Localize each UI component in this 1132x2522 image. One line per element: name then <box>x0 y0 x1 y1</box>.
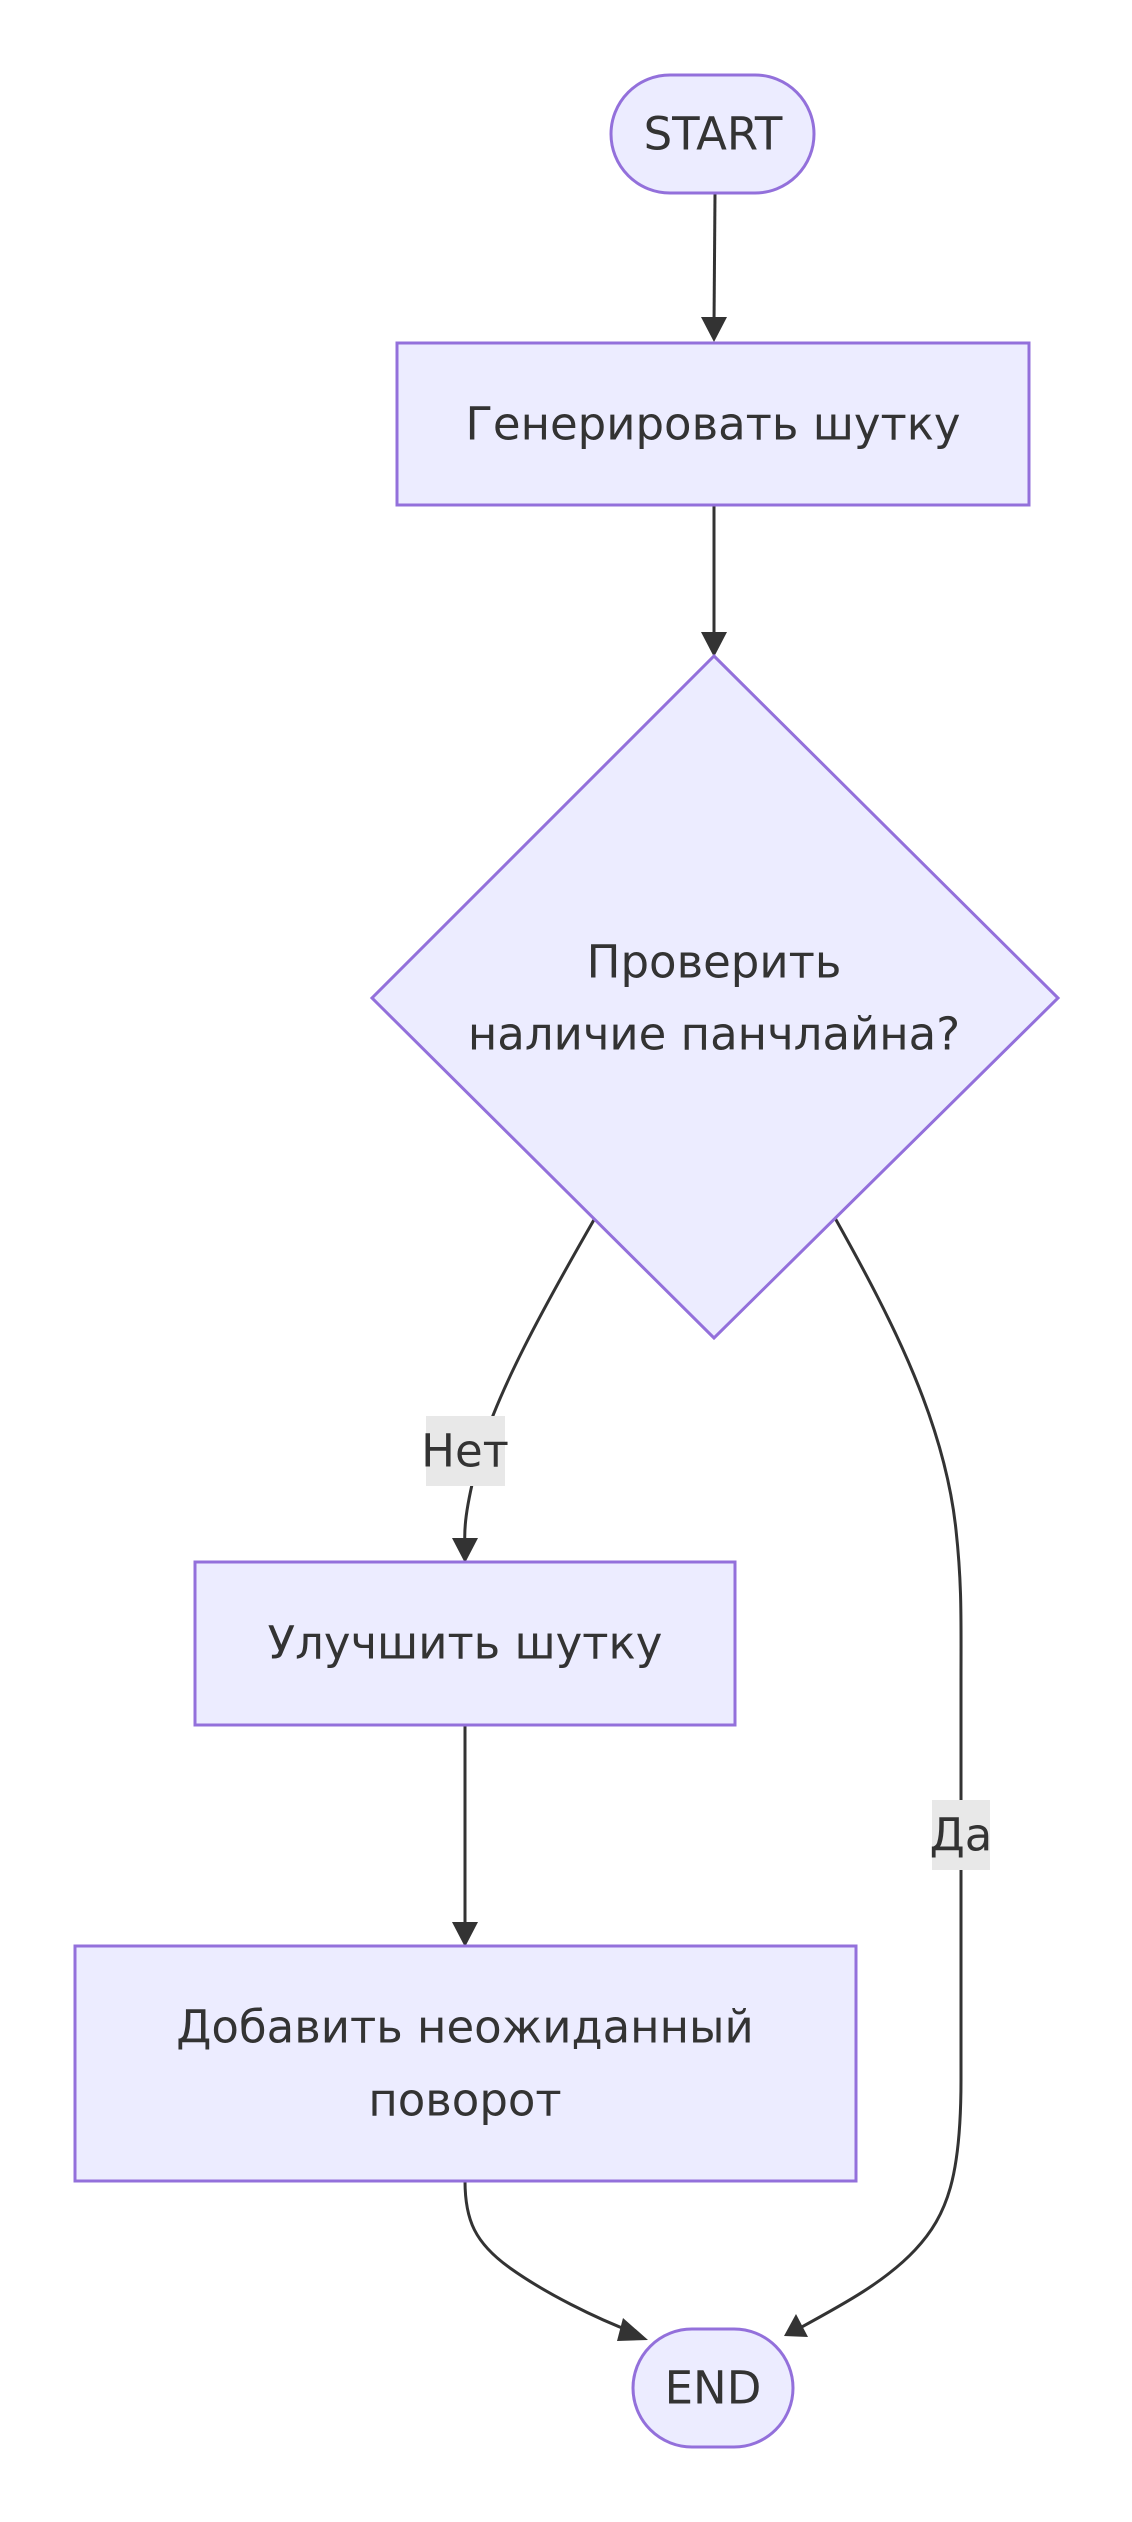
node-label: Улучшить шутку <box>268 1617 663 1670</box>
node-twist: Добавить неожиданный поворот <box>73 1944 858 2183</box>
arrowhead <box>701 632 727 657</box>
decision-shape <box>369 653 1061 1341</box>
edge-label-text: Нет <box>421 1425 509 1478</box>
arrowhead <box>617 2318 648 2341</box>
edge-label-background <box>426 1416 505 1486</box>
node-end: END <box>631 2327 795 2449</box>
edge-check-to-improve <box>452 1217 597 1563</box>
node-label: Генерировать шутку <box>465 398 960 451</box>
node-label-line1: Проверить <box>587 936 842 989</box>
node-label: START <box>644 108 783 161</box>
edge-label-yes: Да <box>930 1800 993 1870</box>
node-label: END <box>665 2362 762 2415</box>
node-label-line2: наличие панчлайна? <box>468 1008 960 1061</box>
process-shape <box>395 341 1031 507</box>
edge-twist-to-end <box>463 2180 648 2341</box>
node-generate: Генерировать шутку <box>395 341 1031 507</box>
edge-check-to-end <box>784 1217 963 2337</box>
arrowhead <box>701 317 727 342</box>
arrowhead <box>452 1922 478 1947</box>
node-start: START <box>609 73 816 195</box>
process-shape <box>73 1944 858 2183</box>
process-shape <box>193 1560 737 1727</box>
edge-generate-to-check <box>701 505 727 657</box>
edge-label-background <box>932 1800 990 1870</box>
node-improve: Улучшить шутку <box>193 1560 737 1727</box>
node-check: Проверить наличие панчлайна? <box>369 653 1061 1341</box>
edge-improve-to-twist <box>452 1726 478 1947</box>
terminal-shape <box>609 73 816 195</box>
edge-start-to-generate <box>701 193 727 342</box>
edge-label-no: Нет <box>421 1416 509 1486</box>
terminal-shape <box>631 2327 795 2449</box>
node-label-line1: Добавить неожиданный <box>176 2001 754 2054</box>
arrowhead <box>784 2314 808 2337</box>
edge-label-text: Да <box>930 1809 993 1862</box>
node-label-line2: поворот <box>368 2074 561 2127</box>
arrowhead <box>452 1538 478 1563</box>
